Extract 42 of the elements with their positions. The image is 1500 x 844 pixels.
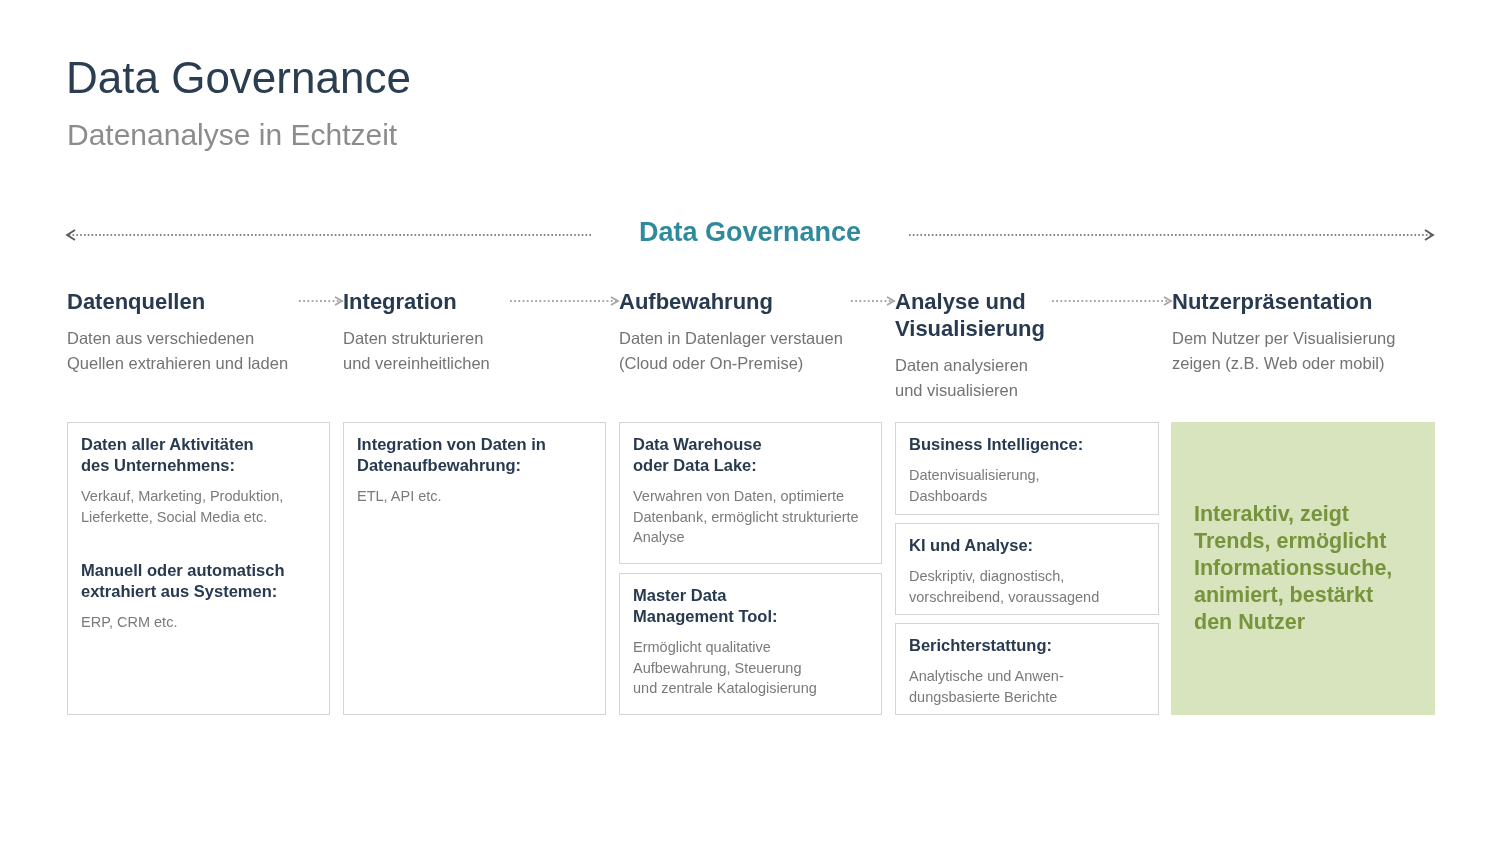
info-card xyxy=(895,422,1159,515)
info-card xyxy=(895,623,1159,715)
card-text: Datenvisualisierung, Dashboards xyxy=(909,466,1041,506)
card-text: Verwahren von Daten, optimierte Datenbank, ermöglicht strukturierte Analyse xyxy=(633,487,860,547)
card-text: ETL, API etc. xyxy=(357,487,443,506)
card-text: ERP, CRM etc. xyxy=(81,613,179,632)
info-card xyxy=(343,422,606,715)
arrow xyxy=(1051,296,1172,306)
column-description: Daten in Datenlager verstauen (Cloud oder On-Premise) xyxy=(619,328,844,374)
card-text: Ermöglicht qualitative Aufbewahrung, Steuerung und zentrale Katalogisierung xyxy=(633,638,818,698)
highlight-panel xyxy=(1171,422,1435,715)
card-text: Verkauf, Marketing, Produktion, Lieferkette, Social Media etc. xyxy=(81,487,285,527)
column-heading: Aufbewahrung xyxy=(619,288,774,315)
arrow xyxy=(850,296,895,306)
column-description: Daten strukturieren und vereinheitlichen xyxy=(343,328,491,374)
column-heading: Nutzerpräsentation xyxy=(1172,288,1374,315)
card-text: Analytische und Anwen- dungsbasierte Berichte xyxy=(909,667,1065,707)
column-description: Daten analysieren und visualisieren xyxy=(895,355,1029,401)
page-subtitle: Datenanalyse in Echtzeit xyxy=(67,118,398,152)
section-label: Data Governance xyxy=(638,217,862,248)
info-card xyxy=(619,573,882,715)
card-heading: Data Warehouse oder Data Lake: xyxy=(633,434,763,476)
info-card xyxy=(619,422,882,564)
card-heading: Master Data Management Tool: xyxy=(633,585,779,627)
column-description: Dem Nutzer per Visualisierung zeigen (z.B. Web oder mobil) xyxy=(1172,328,1397,374)
card-heading: Business Intelligence: xyxy=(909,434,1085,455)
card-heading: Integration von Daten in Datenaufbewahrung: xyxy=(357,434,547,476)
card-heading: Daten aller Aktivitäten des Unternehmens: xyxy=(81,434,255,476)
arrow xyxy=(298,296,343,306)
card-text: Deskriptiv, diagnostisch, vorschreibend, voraussagend xyxy=(909,567,1101,607)
highlight-text: Interaktiv, zeigt Trends, ermöglicht Informationssuche, animiert, bestärkt den Nutzer xyxy=(1194,501,1394,636)
column-heading: Datenquellen xyxy=(67,288,207,315)
card-heading: KI und Analyse: xyxy=(909,535,1035,556)
arrow xyxy=(509,296,619,306)
info-card xyxy=(895,523,1159,615)
card-heading: Manuell oder automatisch extrahiert aus Systemen: xyxy=(81,560,286,602)
column-description: Daten aus verschiedenen Quellen extrahieren und laden xyxy=(67,328,290,374)
page-title: Data Governance xyxy=(66,53,411,103)
info-card xyxy=(67,422,330,715)
card-heading: Berichterstattung: xyxy=(909,635,1053,656)
column-heading: Analyse und Visualisierung xyxy=(895,288,1046,342)
column-heading: Integration xyxy=(343,288,458,315)
